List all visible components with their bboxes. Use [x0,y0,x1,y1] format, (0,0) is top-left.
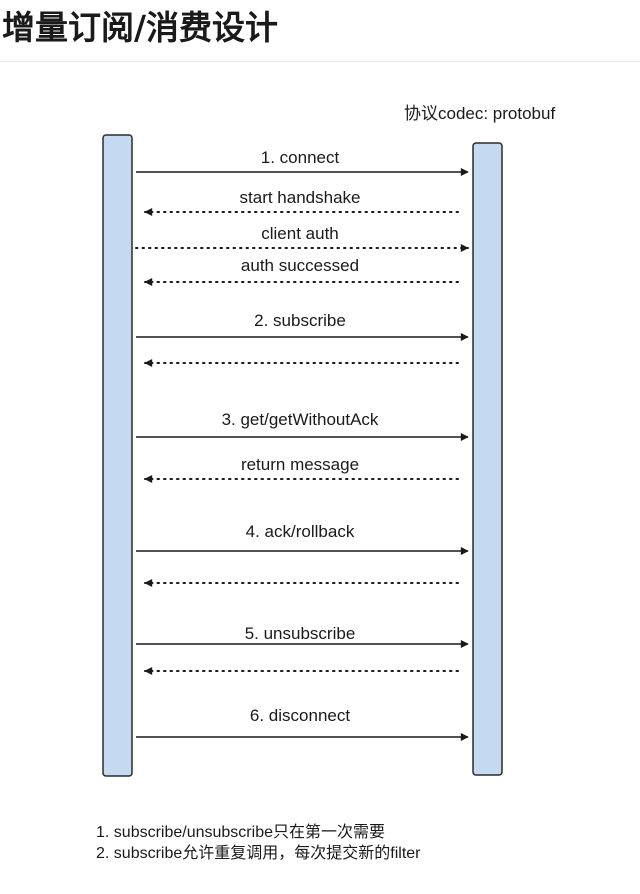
note-item: 2. subscribe允许重复调用，每次提交新的filter [96,845,421,862]
protocol-label: 协议codec: protobuf [404,104,556,123]
client-lifeline [102,134,133,777]
message-label: 4. ack/rollback [246,522,355,541]
message-label: return message [241,455,359,474]
message-label: 2. subscribe [254,311,346,330]
page-title: 增量订阅/消费设计 [0,0,640,62]
message-label: 1. connect [261,148,340,167]
message-group: 1. connect start handshake client auth auth… [135,148,469,741]
message-label: start handshake [240,188,361,207]
note-item: 1. subscribe/unsubscribe只在第一次需要 [96,824,385,841]
notes-section: 1. subscribe/unsubscribe只在第一次需要 2. subsc… [96,822,636,864]
server-lifeline [472,142,503,776]
message-label: 5. unsubscribe [245,624,356,643]
message-label: 3. get/getWithoutAck [222,410,379,429]
message-label: 6. disconnect [250,706,350,725]
message-label: auth successed [241,256,359,275]
message-label: client auth [261,224,339,243]
